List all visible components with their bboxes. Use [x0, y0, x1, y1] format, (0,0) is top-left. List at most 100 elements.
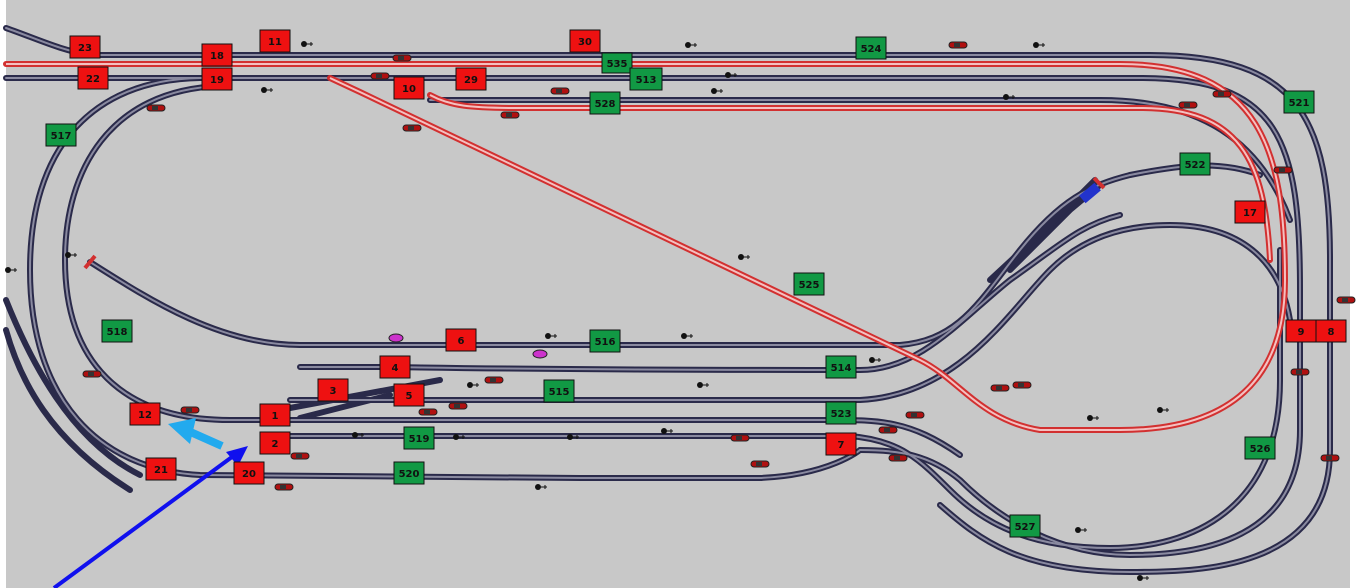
- block-box[interactable]: [379, 355, 411, 379]
- block-12[interactable]: 12: [129, 402, 161, 426]
- block-23[interactable]: 23: [69, 35, 101, 59]
- block-522[interactable]: 522: [1179, 152, 1211, 176]
- block-30[interactable]: 30: [569, 29, 601, 53]
- block-6[interactable]: 6: [445, 328, 477, 352]
- block-10[interactable]: 10: [393, 76, 425, 100]
- block-17[interactable]: 17: [1234, 200, 1266, 224]
- block-box[interactable]: [1234, 200, 1266, 224]
- block-box[interactable]: [1315, 319, 1347, 343]
- block-box[interactable]: [1179, 152, 1211, 176]
- block-label: 517: [51, 131, 72, 142]
- loco-icon: [550, 87, 570, 95]
- block-box[interactable]: [589, 91, 621, 115]
- block-box[interactable]: [825, 432, 857, 456]
- block-label: 1: [272, 411, 279, 422]
- block-box[interactable]: [569, 29, 601, 53]
- block-521[interactable]: 521: [1283, 90, 1315, 114]
- block-box[interactable]: [233, 461, 265, 485]
- block-29[interactable]: 29: [455, 67, 487, 91]
- block-box[interactable]: [45, 123, 77, 147]
- block-20[interactable]: 20: [233, 461, 265, 485]
- loco-icon: [1178, 101, 1198, 109]
- block-box[interactable]: [445, 328, 477, 352]
- block-527[interactable]: 527: [1009, 514, 1041, 538]
- block-box[interactable]: [393, 461, 425, 485]
- block-label: 523: [831, 409, 852, 420]
- block-box[interactable]: [1283, 90, 1315, 114]
- block-22[interactable]: 22: [77, 66, 109, 90]
- block-box[interactable]: [259, 431, 291, 455]
- block-528[interactable]: 528: [589, 91, 621, 115]
- block-box[interactable]: [393, 76, 425, 100]
- block-535[interactable]: 535: [601, 52, 633, 74]
- block-4[interactable]: 4: [379, 355, 411, 379]
- block-box[interactable]: [601, 52, 633, 74]
- loco-icon: [730, 434, 750, 442]
- block-box[interactable]: [793, 272, 825, 296]
- block-label: 518: [107, 327, 128, 338]
- block-box[interactable]: [825, 355, 857, 379]
- block-526[interactable]: 526: [1244, 436, 1276, 460]
- left-window-edge: [0, 0, 6, 588]
- block-box[interactable]: [129, 402, 161, 426]
- block-box[interactable]: [201, 43, 233, 67]
- block-523[interactable]: 523: [825, 401, 857, 425]
- loco-icon: [1290, 368, 1310, 376]
- block-box[interactable]: [101, 319, 133, 343]
- block-label: 513: [636, 75, 657, 86]
- block-11[interactable]: 11: [259, 29, 291, 53]
- block-515[interactable]: 515: [543, 379, 575, 403]
- block-box[interactable]: [69, 35, 101, 59]
- block-box[interactable]: [1009, 514, 1041, 538]
- block-box[interactable]: [201, 67, 233, 91]
- block-box[interactable]: [825, 401, 857, 425]
- block-519[interactable]: 519: [403, 426, 435, 450]
- block-box[interactable]: [317, 378, 349, 402]
- block-label: 527: [1015, 522, 1036, 533]
- block-518[interactable]: 518: [101, 319, 133, 343]
- block-514[interactable]: 514: [825, 355, 857, 379]
- block-19[interactable]: 19: [201, 67, 233, 91]
- block-box[interactable]: [259, 403, 291, 427]
- loco-icon: [750, 460, 770, 468]
- block-520[interactable]: 520: [393, 461, 425, 485]
- block-label: 12: [138, 410, 152, 421]
- block-524[interactable]: 524: [855, 36, 887, 60]
- block-1[interactable]: 1: [259, 403, 291, 427]
- block-box[interactable]: [543, 379, 575, 403]
- block-label: 524: [861, 44, 882, 55]
- block-label: 522: [1185, 160, 1206, 171]
- block-7[interactable]: 7: [825, 432, 857, 456]
- block-label: 7: [838, 440, 845, 451]
- loco-icon: [484, 376, 504, 384]
- block-box[interactable]: [455, 67, 487, 91]
- block-label: 20: [242, 469, 256, 480]
- block-box[interactable]: [855, 36, 887, 60]
- block-label: 8: [1328, 327, 1335, 338]
- block-box[interactable]: [589, 329, 621, 353]
- block-513[interactable]: 513: [629, 67, 663, 91]
- block-box[interactable]: [629, 67, 663, 91]
- block-3[interactable]: 3: [317, 378, 349, 402]
- block-box[interactable]: [393, 383, 425, 407]
- loco-icon: [418, 408, 438, 416]
- block-516[interactable]: 516: [589, 329, 621, 353]
- dark-blue-arrow: [52, 452, 238, 588]
- block-525[interactable]: 525: [793, 272, 825, 296]
- block-9[interactable]: 9: [1285, 319, 1317, 343]
- loco-icon: [1012, 381, 1032, 389]
- block-label: 535: [607, 59, 628, 70]
- block-box[interactable]: [1244, 436, 1276, 460]
- block-label: 9: [1298, 327, 1305, 338]
- block-2[interactable]: 2: [259, 431, 291, 455]
- block-21[interactable]: 21: [145, 457, 177, 481]
- block-517[interactable]: 517: [45, 123, 77, 147]
- block-box[interactable]: [403, 426, 435, 450]
- block-8[interactable]: 8: [1315, 319, 1347, 343]
- block-box[interactable]: [259, 29, 291, 53]
- block-box[interactable]: [77, 66, 109, 90]
- block-18[interactable]: 18: [201, 43, 233, 67]
- block-5[interactable]: 5: [393, 383, 425, 407]
- block-label: 4: [392, 363, 399, 374]
- block-box[interactable]: [145, 457, 177, 481]
